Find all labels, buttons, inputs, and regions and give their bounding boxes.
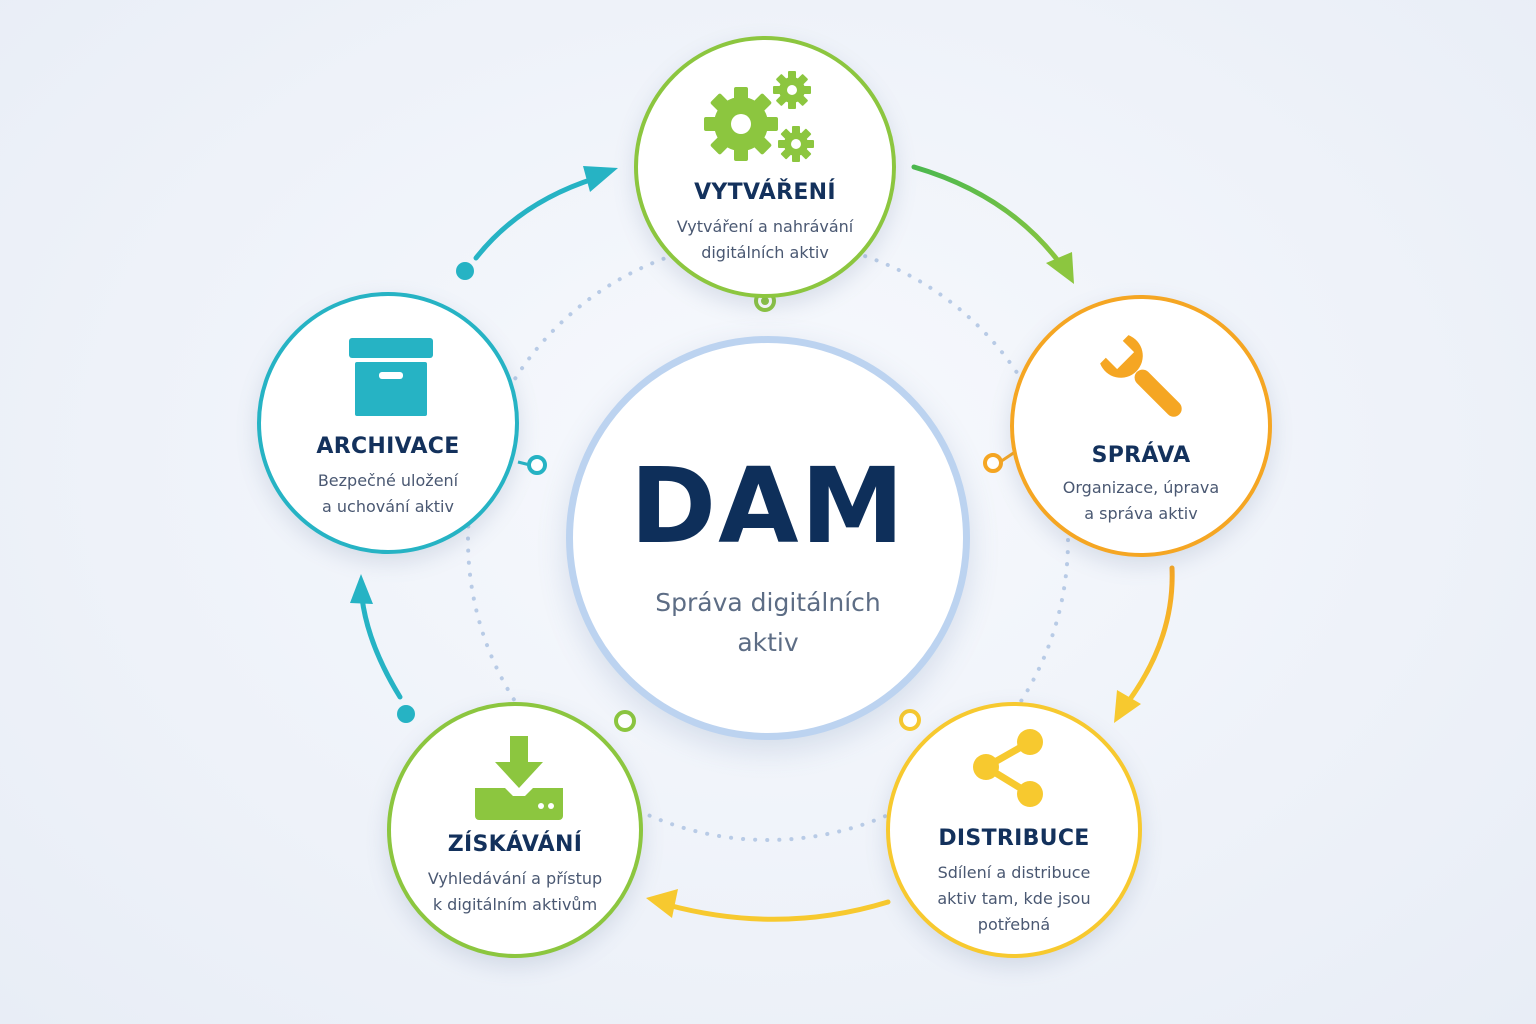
connector-ring <box>899 709 921 731</box>
dotted-ring <box>466 238 1070 842</box>
node-archivace: ARCHIVACE Bezpečné uložení a uchování ak… <box>257 292 519 554</box>
arrow-archivace-to-vytvareni <box>473 175 599 261</box>
share-icon <box>973 729 1043 807</box>
node-description: Sdílení a distribuce aktiv tam, kde jsou… <box>937 863 1091 934</box>
connector-ring-core <box>761 297 769 305</box>
center-subtitle: Správa digitálních aktiv <box>655 588 881 657</box>
center-circle: DAM Správa digitálních aktiv <box>566 336 970 740</box>
arrow-sprava-to-distribuce <box>1122 565 1175 709</box>
node-distribuce: DISTRIBUCE Sdílení a distribuce aktiv ta… <box>886 702 1142 958</box>
connector-ring <box>983 453 1003 473</box>
center-title: DAM <box>629 445 907 567</box>
connector-ring <box>614 710 636 732</box>
gears-icon <box>704 71 814 162</box>
node-description: Vyhledávání a přístup k digitálním aktiv… <box>427 869 603 914</box>
arrow-ziskavani-to-archivace <box>359 595 403 700</box>
connector-ring <box>527 455 547 475</box>
arrowhead-sprava <box>1046 252 1074 284</box>
arrowhead-vytvareni <box>583 166 618 192</box>
arrow-distribuce-to-ziskavani <box>665 899 891 922</box>
node-title: ARCHIVACE <box>316 434 460 459</box>
node-vytvareni: VYTVÁŘENÍ Vytváření a nahrávání digitáln… <box>634 36 896 298</box>
archive-box-icon <box>349 338 433 416</box>
arrowhead-archivace <box>350 574 373 604</box>
wrench-icon <box>1100 335 1182 417</box>
node-description: Vytváření a nahrávání digitálních aktiv <box>676 217 854 262</box>
connector-dot <box>456 262 474 280</box>
connector-dot <box>397 705 415 723</box>
arrowhead-ziskavani <box>646 889 678 918</box>
arrowhead-distribuce <box>1114 690 1141 723</box>
node-ziskavani: ZÍSKÁVÁNÍ Vyhledávání a přístup k digitá… <box>387 702 643 958</box>
download-icon <box>475 736 563 820</box>
node-title: VYTVÁŘENÍ <box>694 180 836 205</box>
node-description: Organizace, úprava a správa aktiv <box>1062 478 1220 523</box>
arrow-vytvareni-to-sprava <box>911 164 1065 269</box>
node-title: ZÍSKÁVÁNÍ <box>447 832 583 857</box>
node-description: Bezpečné uložení a uchování aktiv <box>317 471 459 516</box>
node-title: DISTRIBUCE <box>938 826 1090 851</box>
node-sprava: SPRÁVA Organizace, úprava a správa aktiv <box>1010 295 1272 557</box>
node-title: SPRÁVA <box>1091 443 1191 468</box>
